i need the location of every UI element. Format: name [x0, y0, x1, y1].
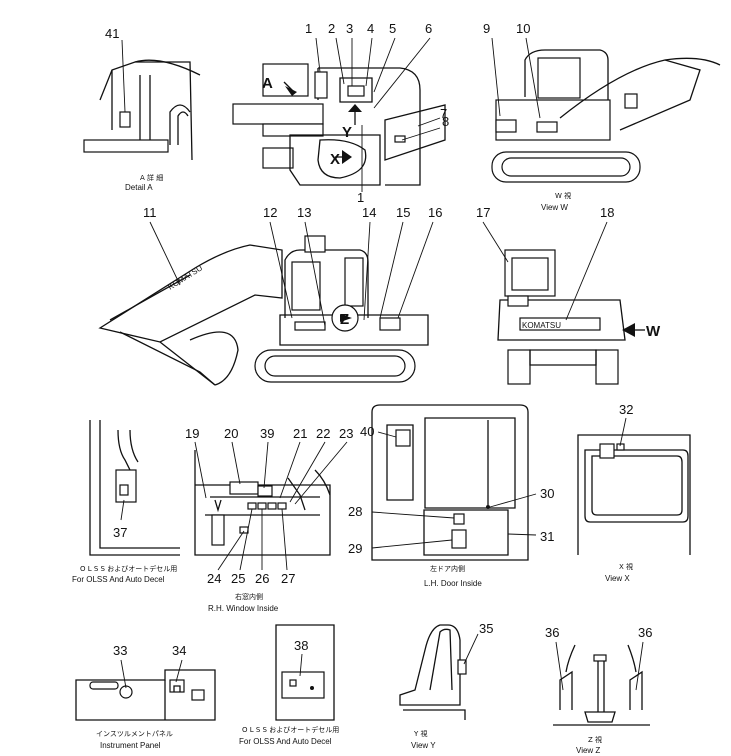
- callout-21: 21: [293, 426, 307, 441]
- view-arrow-y: Y: [342, 124, 352, 141]
- callout-28: 28: [348, 504, 362, 519]
- view-y-drawing: [399, 624, 467, 720]
- callout-41: 41: [105, 26, 119, 41]
- callout-12: 12: [263, 205, 277, 220]
- callout-10: 10: [516, 21, 530, 36]
- callout-26: 26: [255, 571, 269, 586]
- callout-31: 31: [540, 529, 554, 544]
- olss-left-drawing: [89, 420, 180, 556]
- callout-25: 25: [231, 571, 245, 586]
- view-z-drawing: [553, 644, 650, 726]
- olss-right-drawing: [275, 624, 335, 721]
- callout-34: 34: [172, 643, 186, 658]
- callout-40: 40: [360, 424, 374, 439]
- callout-22: 22: [316, 426, 330, 441]
- olss-left-caption: For OLSS And Auto Decel: [72, 575, 165, 584]
- callout-6: 6: [425, 21, 432, 36]
- rh-window-jp-caption: 右窓内側: [235, 592, 263, 601]
- top-cab-drawing: [232, 63, 446, 186]
- view-x-caption: View X: [605, 574, 630, 583]
- callout-39: 39: [260, 426, 274, 441]
- view-arrow-x: X: [330, 151, 340, 168]
- callout-36-right: 36: [638, 625, 652, 640]
- callout-15: 15: [396, 205, 410, 220]
- lh-door-drawing: [371, 404, 529, 561]
- olss-right-caption: For OLSS And Auto Decel: [239, 737, 332, 746]
- view-y-jp-caption: Y 視: [413, 729, 428, 738]
- callout-13: 13: [297, 205, 311, 220]
- olss-left-jp-caption: O L S S およびオートデセル用: [80, 564, 177, 573]
- view-y-caption: View Y: [411, 741, 436, 750]
- callout-27: 27: [281, 571, 295, 586]
- view-w-caption: View W: [541, 203, 568, 212]
- callout-3: 3: [346, 21, 353, 36]
- callout-29: 29: [348, 541, 362, 556]
- callout-5: 5: [389, 21, 396, 36]
- callout-33: 33: [113, 643, 127, 658]
- callout-30: 30: [540, 486, 554, 501]
- komatsu-rear-decal: KOMATSU: [522, 321, 561, 330]
- view-arrow-z: Z: [340, 311, 349, 328]
- view-x-drawing: [577, 434, 691, 555]
- callout-11: 11: [143, 205, 157, 220]
- olss-right-jp-caption: O L S S およびオートデセル用: [242, 725, 339, 734]
- view-x-jp-caption: X 視: [619, 562, 633, 571]
- detail-a-jp-caption: A 詳 細: [140, 173, 163, 182]
- callout-16: 16: [428, 205, 442, 220]
- view-z-jp-caption: Z 視: [588, 735, 602, 744]
- view-z-caption: View Z: [576, 746, 600, 755]
- instrument-panel-caption: Instrument Panel: [100, 741, 161, 750]
- lh-door-jp-caption: 左ドア内側: [430, 564, 465, 573]
- callout-23: 23: [339, 426, 353, 441]
- rh-window-caption: R.H. Window Inside: [208, 604, 279, 613]
- callout-24: 24: [207, 571, 221, 586]
- view-w-drawing: [491, 49, 721, 183]
- callout-8: 8: [442, 114, 449, 129]
- callout-19: 19: [185, 426, 199, 441]
- rh-window-drawing: [194, 450, 331, 556]
- view-arrow-w: W: [646, 323, 661, 340]
- callout-37: 37: [113, 525, 127, 540]
- callout-38: 38: [294, 638, 308, 653]
- instrument-panel-drawing: [75, 669, 216, 721]
- callout-1: 1: [305, 21, 312, 36]
- callout-9: 9: [483, 21, 490, 36]
- detail-a-drawing: [83, 39, 201, 161]
- lh-door-caption: L.H. Door Inside: [424, 579, 482, 588]
- callout-1b: 1: [357, 190, 364, 205]
- callout-17: 17: [476, 205, 490, 220]
- callout-7: 7: [440, 106, 447, 121]
- callout-14: 14: [362, 205, 376, 220]
- view-w-jp-caption: W 視: [555, 191, 571, 200]
- callout-36-left: 36: [545, 625, 559, 640]
- callout-4: 4: [367, 21, 374, 36]
- callout-2: 2: [328, 21, 335, 36]
- callout-32: 32: [619, 402, 633, 417]
- rear-view-drawing: KOMATSU: [497, 249, 645, 385]
- callout-20: 20: [224, 426, 238, 441]
- view-arrow-a: A: [262, 75, 273, 92]
- callout-35: 35: [479, 621, 493, 636]
- detail-a-caption: Detail A: [125, 183, 153, 192]
- instrument-panel-jp-caption: インスツルメントパネル: [96, 730, 173, 738]
- side-excavator-drawing: KOMATSU: [98, 235, 429, 386]
- callout-18: 18: [600, 205, 614, 220]
